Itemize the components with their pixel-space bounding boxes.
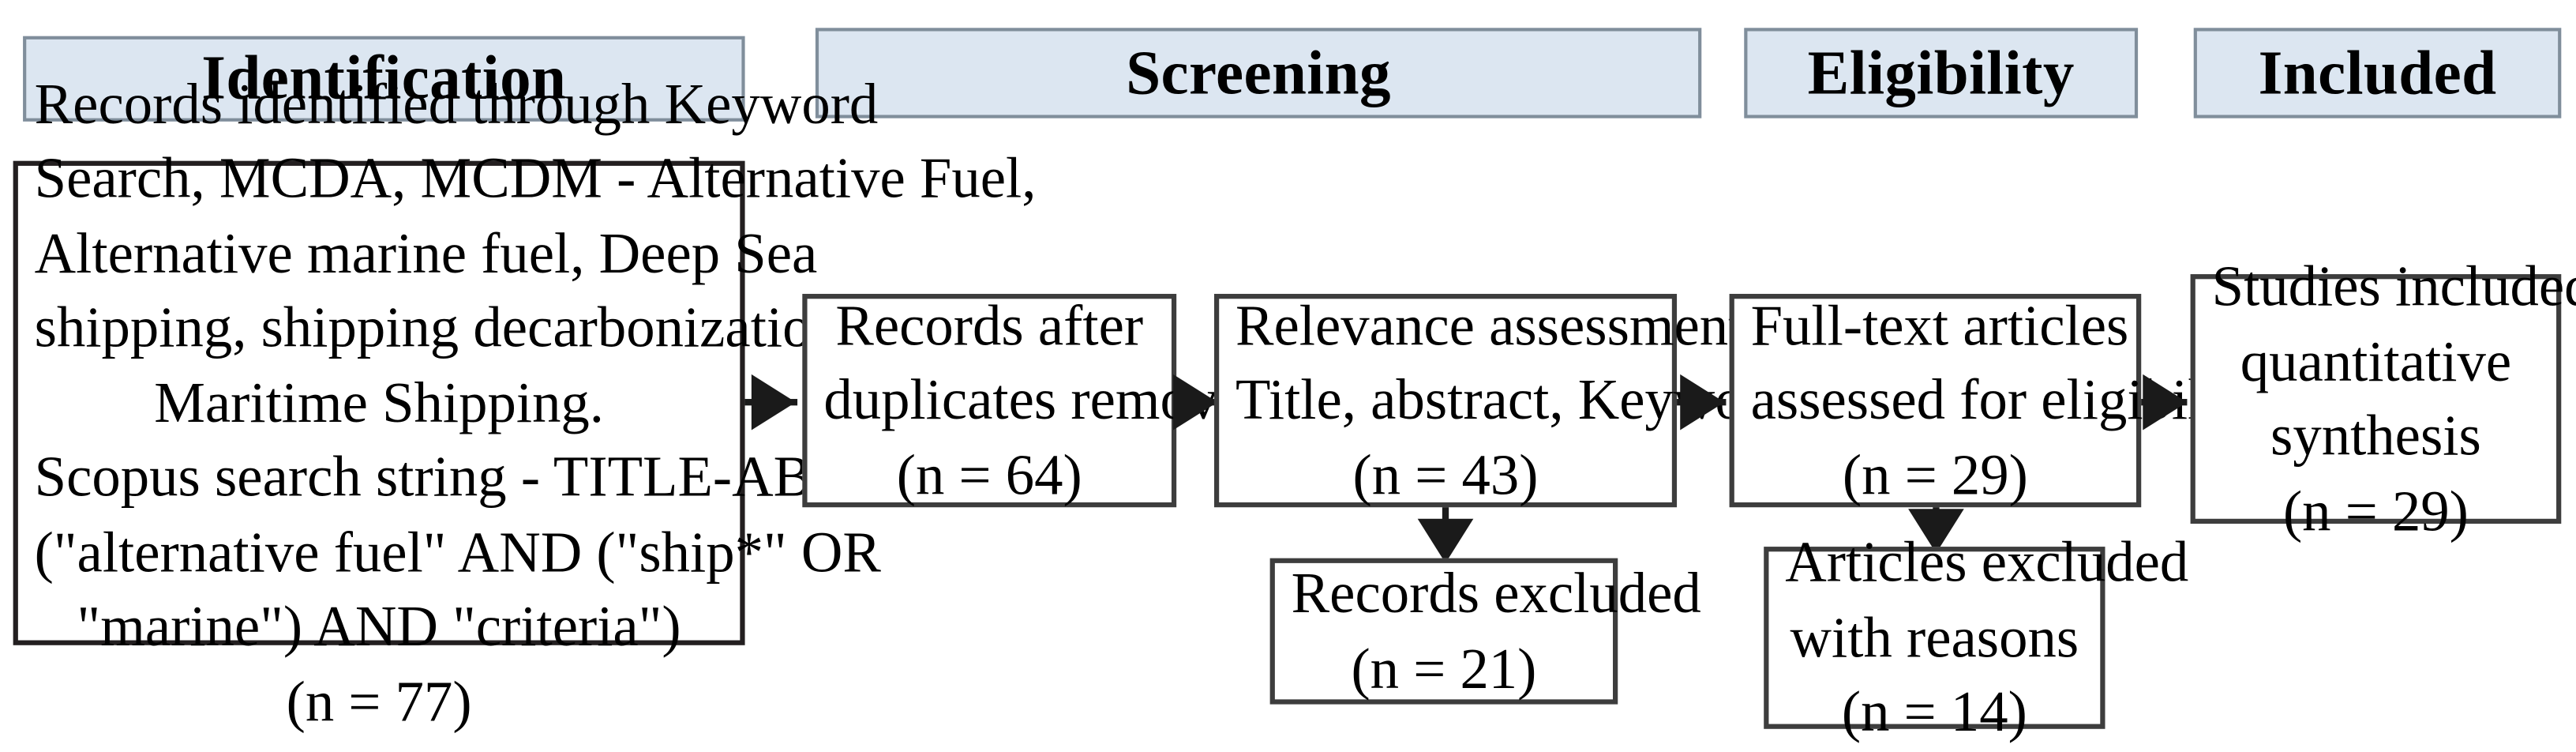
- arrow-right-icon: [1680, 374, 1725, 431]
- stage-header-included: Included: [2193, 28, 2562, 118]
- box-line: assessed for eligibility: [1750, 368, 2265, 433]
- stage-header-label: Included: [2258, 38, 2497, 108]
- box-relevance-assessment: Relevance assessment of Title, abstract,…: [1213, 294, 1814, 508]
- box-count: (n = 64): [896, 442, 1082, 507]
- box-line: Alternative marine fuel, Deep Sea: [34, 221, 818, 286]
- box-line: duplicates removed: [823, 368, 1272, 433]
- arrow-right-icon: [2143, 374, 2188, 431]
- box-line: ("alternative fuel" AND ("ship*" OR: [34, 520, 881, 585]
- stage-header-label: Identification: [201, 44, 567, 114]
- stage-header-eligibility: Eligibility: [1744, 28, 2139, 118]
- stage-header-screening: Screening: [815, 28, 1702, 118]
- box-count: (n = 29): [1842, 442, 2028, 507]
- box-line: Records excluded: [1291, 561, 1701, 626]
- box-line: Scopus search string - TITLE-ABS-KEY: [34, 445, 981, 509]
- box-line: Search, MCDA, MCDM - Alternative Fuel,: [34, 146, 1037, 211]
- box-line: Title, abstract, Keywords: [1235, 368, 1814, 433]
- box-line: Studies included in: [2211, 254, 2576, 319]
- box-line: quantitative: [2240, 329, 2512, 393]
- arrow-right-icon: [751, 374, 796, 431]
- box-count: (n = 29): [2282, 478, 2469, 543]
- box-line: Maritime Shipping.: [154, 370, 604, 435]
- box-count: (n = 21): [1351, 636, 1537, 701]
- box-records-after-duplicates: Records after duplicates removed (n = 64…: [802, 294, 1272, 508]
- stage-header-label: Screening: [1126, 38, 1391, 108]
- box-line: Articles excluded: [1785, 530, 2189, 595]
- arrow-right-icon: [1173, 374, 1218, 431]
- box-line: Relevance assessment of: [1235, 293, 1807, 358]
- box-count: (n = 14): [1841, 679, 2027, 745]
- stage-header-label: Eligibility: [1807, 38, 2075, 108]
- box-records-identified: Records identified through Keyword Searc…: [13, 72, 1036, 734]
- stage-header-identification: Identification: [23, 36, 745, 122]
- box-count: (n = 77): [286, 669, 472, 734]
- box-articles-excluded: Articles excluded with reasons (n = 14): [1764, 531, 2188, 744]
- arrow-down-icon: [1417, 518, 1474, 563]
- box-line: shipping, shipping decarbonization,: [34, 295, 855, 360]
- box-line: Records after: [835, 293, 1144, 358]
- box-line: Full-text articles: [1750, 293, 2129, 358]
- box-line: synthesis: [2270, 404, 2481, 468]
- box-line: "marine") AND "criteria"): [77, 594, 681, 659]
- box-full-text-assessed: Full-text articles assessed for eligibil…: [1729, 294, 2265, 508]
- box-line: with reasons: [1790, 605, 2079, 670]
- box-studies-included: Studies included in quantitative synthes…: [2190, 254, 2576, 543]
- box-line: Records identified through Keyword: [34, 71, 879, 136]
- box-records-excluded: Records excluded (n = 21): [1269, 558, 1701, 705]
- box-count: (n = 43): [1352, 442, 1539, 507]
- arrow-down-icon: [1908, 509, 1964, 554]
